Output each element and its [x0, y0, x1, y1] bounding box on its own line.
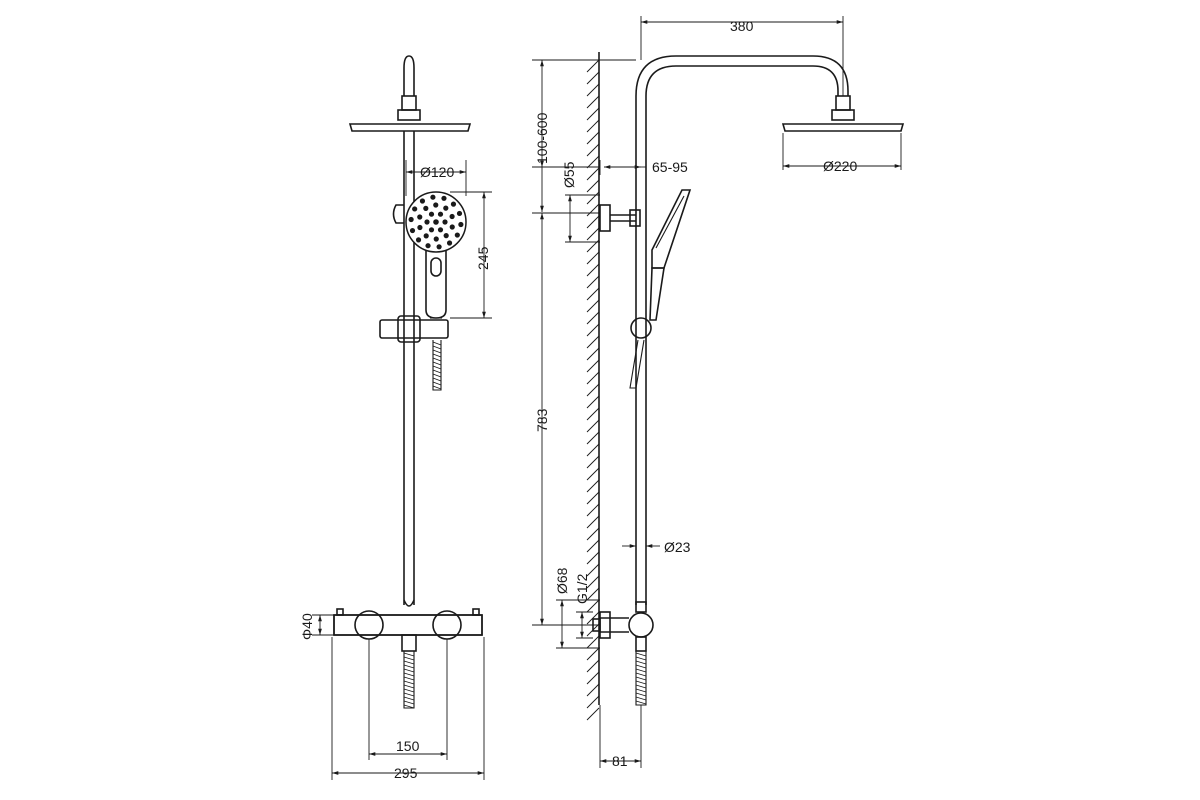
bar-length-label: 783 — [534, 408, 550, 432]
valve-cover-dia-label: Ø68 — [554, 567, 570, 594]
front-lower-hose — [403, 651, 415, 709]
lower-wall-bracket — [599, 611, 611, 639]
side-hand-shower — [651, 189, 692, 269]
wall-to-head-label: 380 — [730, 18, 754, 34]
bottom-offset-label: 81 — [612, 753, 628, 769]
front-rain-head — [348, 123, 472, 132]
side-rain-head — [781, 123, 905, 132]
side-slide-knob — [630, 317, 652, 339]
hand-dia-label: Ø120 — [420, 164, 454, 180]
head-dia-label: Ø220 — [823, 158, 857, 174]
hand-length-label: 245 — [475, 246, 491, 270]
front-head-connector — [401, 95, 417, 111]
arm-height-label: 100-600 — [534, 112, 550, 164]
hand-shower-button — [430, 257, 442, 277]
front-arm-top — [403, 55, 415, 96]
front-holder-clip — [392, 204, 404, 224]
nozzle-pattern — [408, 194, 464, 250]
front-dimensions: Ø120 245 Φ40 150 295 — [299, 160, 492, 781]
slide-holder — [379, 319, 449, 339]
side-arm-inner — [645, 65, 839, 318]
upper-wall-bracket — [599, 204, 611, 232]
side-dimensions: 380 Ø220 100-600 783 Ø55 65-95 Ø23 — [532, 16, 902, 769]
hand-shower-handle — [425, 250, 447, 319]
body-dia-label: Φ40 — [299, 613, 315, 640]
total-width-label: 295 — [394, 765, 418, 781]
outlet-dia-label: Ø55 — [561, 161, 577, 188]
wall-offset-label: 65-95 — [652, 159, 688, 175]
bar-dia-label: Ø23 — [664, 539, 691, 555]
side-arm-outer — [635, 55, 849, 318]
side-valve-knob — [628, 612, 654, 638]
thermostat-outlet — [401, 634, 417, 652]
inlet-spacing-label: 150 — [396, 738, 420, 754]
front-view — [333, 55, 483, 709]
thread-label: G1/2 — [574, 573, 590, 604]
side-view — [586, 52, 905, 721]
